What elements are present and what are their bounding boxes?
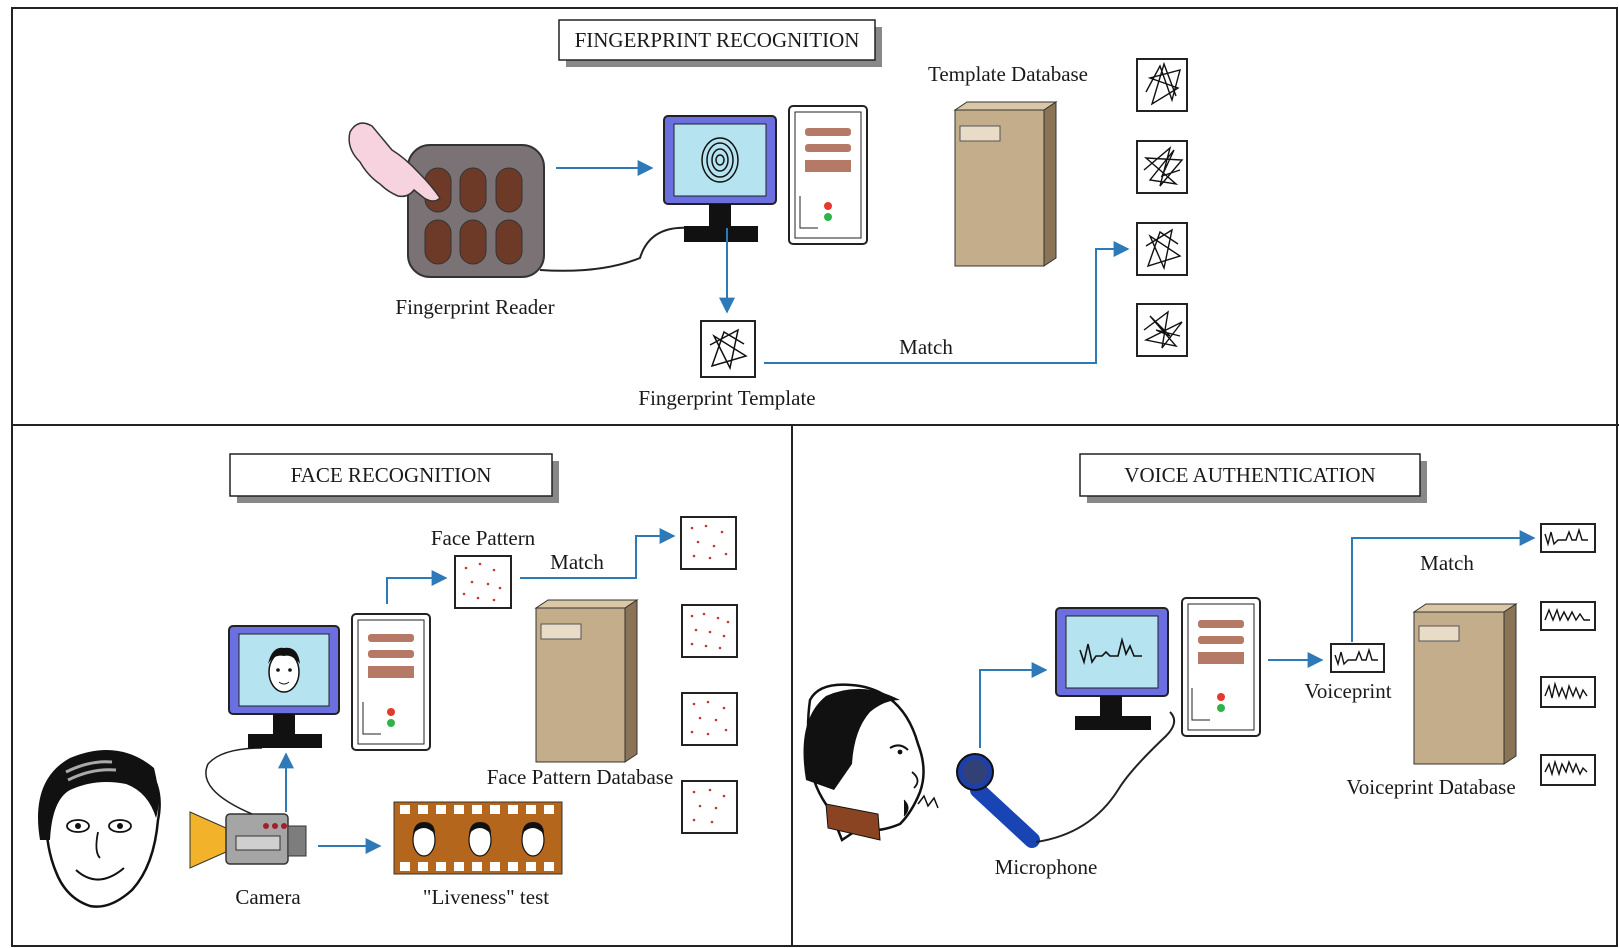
camera-cable [205, 747, 263, 815]
face-match-arrow [520, 528, 676, 579]
hand-icon [348, 122, 441, 202]
stored-face-pattern-3 [681, 692, 738, 746]
stored-face-pattern-1 [680, 516, 737, 570]
face-server-tower-icon [351, 613, 431, 751]
speaking-person-icon [803, 683, 939, 842]
voice-server-tower-icon [1181, 597, 1261, 737]
face-title-box: FACE RECOGNITION [229, 453, 559, 503]
microphone-cable [1035, 711, 1176, 843]
voice-match-arrow [1351, 530, 1536, 642]
voice-match-label: Match [1420, 551, 1474, 575]
voiceprint-label: Voiceprint [1304, 679, 1391, 703]
template-database-label: Template Database [928, 62, 1088, 86]
stored-voiceprint-3 [1540, 676, 1596, 708]
voiceprint-database-label: Voiceprint Database [1346, 775, 1515, 799]
stored-voiceprint-2 [1540, 601, 1596, 631]
fingerprint-panel: FINGERPRINT RECOGNITION Fingerprint Read… [348, 19, 1188, 410]
liveness-film-strip-icon [393, 801, 563, 875]
arrow-computer-to-face-pattern [386, 570, 448, 604]
face-pattern-label: Face Pattern [431, 526, 536, 550]
voice-panel: VOICE AUTHENTICATION Microphone [803, 453, 1596, 879]
stored-template-1 [1136, 58, 1188, 112]
camera-icon [189, 811, 307, 869]
voice-computer-icon [1055, 607, 1169, 730]
stored-voiceprint-1 [1540, 523, 1596, 553]
face-computer-icon [228, 625, 340, 748]
face-pattern-database-label: Face Pattern Database [487, 765, 674, 789]
microphone-label: Microphone [995, 855, 1098, 879]
face-pattern-database-icon [534, 599, 639, 763]
fingerprint-title: FINGERPRINT RECOGNITION [575, 28, 860, 52]
voiceprint-icon [1330, 643, 1385, 673]
fingerprint-match-arrow [764, 241, 1130, 364]
stored-face-pattern-4 [681, 780, 738, 834]
face-panel: FACE RECOGNITION Camera [38, 453, 738, 909]
stored-template-4 [1136, 303, 1188, 357]
person-face-icon [38, 750, 161, 908]
voice-title: VOICE AUTHENTICATION [1124, 463, 1375, 487]
microphone-icon [956, 753, 1040, 848]
liveness-test-label: "Liveness" test [423, 885, 549, 909]
face-match-label: Match [550, 550, 604, 574]
panel-borders [11, 7, 1619, 947]
template-database-icon [953, 101, 1058, 267]
fingerprint-server-tower-icon [788, 105, 868, 245]
face-title: FACE RECOGNITION [291, 463, 492, 487]
fingerprint-computer-icon [663, 115, 777, 242]
camera-label: Camera [235, 885, 301, 909]
arrow-microphone-to-computer [979, 662, 1048, 748]
fingerprint-match-label: Match [899, 335, 953, 359]
voice-title-box: VOICE AUTHENTICATION [1079, 453, 1427, 503]
voiceprint-database-icon [1412, 603, 1518, 765]
stored-voiceprint-4 [1540, 754, 1596, 786]
fingerprint-reader-label: Fingerprint Reader [395, 295, 554, 319]
stored-face-pattern-2 [681, 604, 738, 658]
stored-template-3 [1136, 222, 1188, 276]
fingerprint-template-label: Fingerprint Template [638, 386, 815, 410]
fingerprint-reader-icon [407, 144, 545, 278]
reader-cable [539, 226, 691, 272]
face-pattern-icon [454, 555, 512, 609]
fingerprint-template-icon [700, 320, 756, 378]
fingerprint-title-box: FINGERPRINT RECOGNITION [558, 19, 882, 67]
stored-template-2 [1136, 140, 1188, 194]
